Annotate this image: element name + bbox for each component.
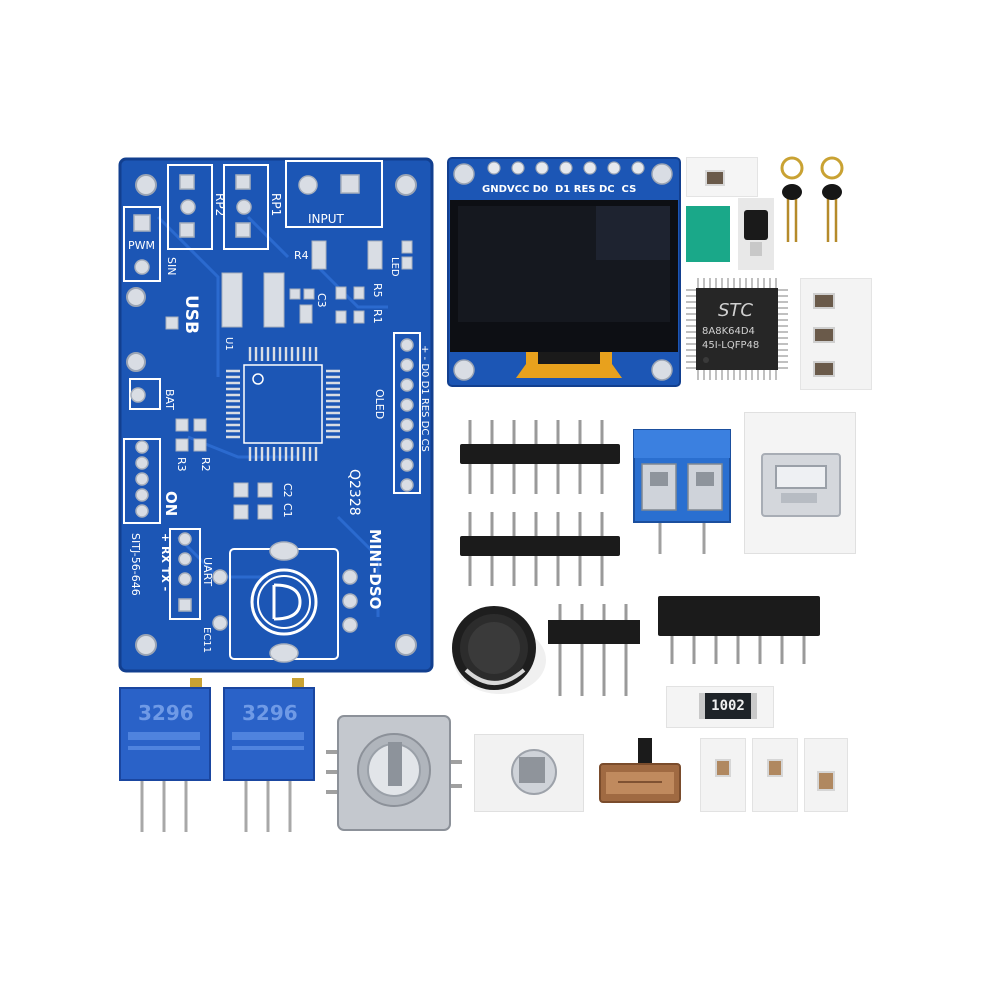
silk-c1: C1: [281, 503, 294, 518]
silk-ec11: EC11: [201, 627, 212, 653]
silk-oled-pins: + - D0 D1 RES DC CS: [419, 345, 430, 452]
micro-usb-connector-tape: [744, 412, 856, 554]
silk-rp1: RP1: [269, 193, 283, 216]
silk-u1: U1: [223, 337, 234, 351]
rotary-encoder: [326, 715, 462, 831]
knob: [452, 606, 546, 694]
silk-r4: R4: [294, 249, 309, 262]
silk-sin: SIN: [165, 257, 178, 275]
silk-input: INPUT: [308, 212, 345, 226]
silk-sitj: SITJ-56-646: [129, 533, 142, 596]
silk-r1: R1: [371, 309, 384, 324]
chip-brand: STC: [718, 300, 753, 321]
smd-resistor-tape-2: [800, 278, 872, 390]
chip-line1: 8A8K64D4: [702, 326, 755, 337]
silk-c3: C3: [315, 293, 328, 308]
trimpot-2-marking: 3296: [242, 701, 298, 725]
screw-terminal: [633, 429, 731, 554]
slide-switch: [599, 738, 681, 803]
silk-mini-dso: MINi-DSO: [366, 529, 384, 609]
trimpot-1-marking: 3296: [138, 701, 194, 725]
silk-oled: OLED: [373, 389, 386, 419]
smd-switch-tape: [474, 734, 584, 812]
silk-rp2: RP2: [213, 193, 227, 216]
resistor-code: 1002: [711, 698, 745, 714]
smd-resistor-tape-1: [686, 157, 758, 197]
trimpot-2: 3296: [223, 678, 315, 832]
led-pins: [780, 156, 844, 242]
silk-uart: UART: [201, 557, 214, 586]
mounting-holes: [126, 174, 417, 656]
silk-on: ON: [162, 491, 180, 516]
smd-diode: [738, 198, 774, 270]
smd-resistor-1002-tape: 1002: [666, 686, 774, 728]
mini-dso-pcb: PWM SIN RP2 RP1 INPUT USB R4 LED C3 R5 R…: [118, 157, 434, 673]
female-header: [658, 596, 820, 664]
silk-bat: BAT: [163, 389, 176, 410]
trimpot-1: 3296: [119, 678, 211, 832]
stc-mcu-chip: STC 8A8K64D4 45I-LQFP48: [686, 278, 788, 380]
pin-header-7-a: [460, 420, 620, 494]
silk-r5: R5: [371, 283, 384, 298]
chip-line2: 45I-LQFP48: [702, 340, 759, 351]
silk-c2: C2: [281, 483, 294, 498]
smd-cap-tape-3: [804, 738, 848, 812]
pin-header-4: [548, 604, 640, 696]
green-tape: [686, 206, 730, 262]
silk-r3: R3: [175, 457, 188, 472]
silk-uart-pins: + RX TX -: [159, 533, 172, 591]
oled-display-module: GNDVCC D0 D1 RES DC CS: [447, 157, 681, 387]
silk-usb: USB: [181, 295, 201, 334]
pin-header-7-b: [460, 512, 620, 586]
smd-cap-tape-2: [752, 738, 798, 812]
silk-pwm: PWM: [128, 239, 155, 252]
silk-q2328: Q2328: [346, 469, 362, 516]
silk-r2: R2: [199, 457, 212, 472]
silk-led: LED: [389, 257, 400, 277]
oled-pin-labels: GNDVCC D0 D1 RES DC CS: [482, 184, 636, 195]
smd-cap-tape-1: [700, 738, 746, 812]
